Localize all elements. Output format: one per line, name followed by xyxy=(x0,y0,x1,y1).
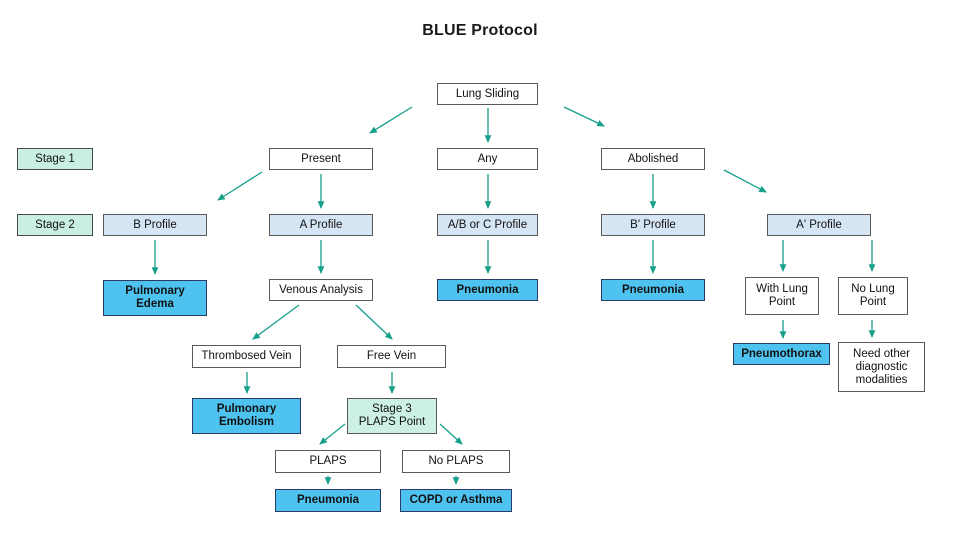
node-a_profile[interactable]: A Profile xyxy=(269,214,373,236)
edge-lung_sliding-to-present xyxy=(369,106,413,134)
node-need_other[interactable]: Need other diagnostic modalities xyxy=(838,342,925,392)
node-with_lp[interactable]: With Lung Point xyxy=(745,277,819,315)
node-copd_asthma[interactable]: COPD or Asthma xyxy=(400,489,512,512)
node-thrombosed[interactable]: Thrombosed Vein xyxy=(192,345,301,368)
node-pneumonia_c[interactable]: Pneumonia xyxy=(437,279,538,301)
edge-present-to-b_profile xyxy=(217,171,263,201)
node-stage3[interactable]: Stage 3 PLAPS Point xyxy=(347,398,437,434)
edge-stage3-to-plaps xyxy=(319,423,346,445)
node-free_vein[interactable]: Free Vein xyxy=(337,345,446,368)
node-aprime_profile[interactable]: A' Profile xyxy=(767,214,871,236)
node-abc_profile[interactable]: A/B or C Profile xyxy=(437,214,538,236)
node-present[interactable]: Present xyxy=(269,148,373,170)
node-lung_sliding[interactable]: Lung Sliding xyxy=(437,83,538,105)
node-any[interactable]: Any xyxy=(437,148,538,170)
edge-venous-to-thrombosed xyxy=(252,304,300,340)
node-stage2[interactable]: Stage 2 xyxy=(17,214,93,236)
node-no_lp[interactable]: No Lung Point xyxy=(838,277,908,315)
edge-abolished-to-aprime_profile xyxy=(723,169,767,193)
edge-stage3-to-no_plaps xyxy=(439,423,463,445)
node-pulm_embolism[interactable]: Pulmonary Embolism xyxy=(192,398,301,434)
edge-venous-to-free_vein xyxy=(355,304,393,340)
node-no_plaps[interactable]: No PLAPS xyxy=(402,450,510,473)
node-pneumonia_r[interactable]: Pneumonia xyxy=(601,279,705,301)
node-pulm_edema[interactable]: Pulmonary Edema xyxy=(103,280,207,316)
node-bprime_profile[interactable]: B' Profile xyxy=(601,214,705,236)
node-pneumothorax[interactable]: Pneumothorax xyxy=(733,343,830,365)
node-pneumonia_b[interactable]: Pneumonia xyxy=(275,489,381,512)
page-title: BLUE Protocol xyxy=(422,22,538,39)
node-plaps[interactable]: PLAPS xyxy=(275,450,381,473)
node-venous[interactable]: Venous Analysis xyxy=(269,279,373,301)
node-stage1[interactable]: Stage 1 xyxy=(17,148,93,170)
edge-lung_sliding-to-abolished xyxy=(563,106,605,127)
node-abolished[interactable]: Abolished xyxy=(601,148,705,170)
node-b_profile[interactable]: B Profile xyxy=(103,214,207,236)
